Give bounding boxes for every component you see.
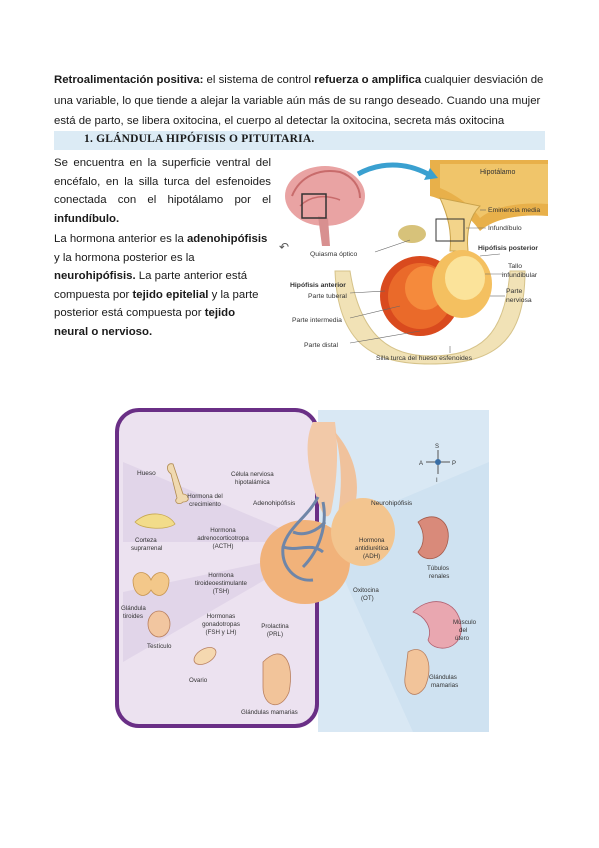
intro-text-2: cualquier desviación de una variable, lo… — [54, 74, 544, 127]
body-paragraph-2: La hormona anterior es la adenohipófisis… — [54, 230, 271, 342]
label-adeno: Adenohipófisis — [253, 500, 296, 507]
label-hip-anterior: Hipófisis anterior — [290, 282, 346, 289]
label-fsh-1: Hormonas — [207, 613, 236, 620]
mammary-gland-right-icon — [404, 649, 430, 695]
p1-text: Se encuentra en la superficie ventral de… — [54, 157, 271, 207]
label-oxi-2: (OT) — [361, 595, 374, 602]
label-parte-nerviosa-2: nerviosa — [506, 297, 532, 304]
label-mamarias-left: Glándulas mamarias — [241, 709, 298, 716]
label-tsh-2: tiroideoestimulante — [195, 580, 247, 587]
label-mamarias-2: mamarias — [431, 682, 458, 689]
bone-icon — [167, 463, 189, 505]
sella-turcica-shape — [334, 270, 526, 365]
label-acth-1: Hormona — [210, 527, 236, 534]
section-title: 1. GLÁNDULA HIPÓFISIS O PITUITARIA. — [84, 133, 315, 145]
label-tubulos-1: Túbulos — [427, 565, 449, 572]
label-parte-distal: Parte distal — [304, 342, 338, 349]
thyroid-gland-icon — [132, 572, 170, 596]
label-tubulos-2: renales — [429, 573, 449, 580]
section-heading-bar — [54, 131, 545, 150]
label-corteza-2: suprarrenal — [131, 545, 162, 552]
label-musculo-2: del — [459, 627, 467, 634]
p2-a: La hormona anterior es la — [54, 233, 187, 245]
label-musculo-3: útero — [455, 635, 470, 642]
label-tallo-2: infundibular — [502, 272, 538, 279]
p1-bold: infundíbulo. — [54, 212, 120, 225]
label-acth-2: adrenocorticotropa — [197, 535, 249, 542]
mammary-gland-icon — [262, 653, 291, 705]
pituitary-hormones-figure: S A P I Hueso Hormona del crecimiento Cé… — [113, 408, 489, 732]
orientation-compass-icon: S A P I — [419, 444, 456, 484]
label-prl-2: (PRL) — [267, 631, 283, 638]
p2-c: y la hormona posterior es la — [54, 251, 195, 264]
label-adh-1: Hormona — [359, 537, 385, 544]
adrenal-cortex-icon — [134, 513, 176, 529]
intro-text-1: el sistema de control — [203, 74, 315, 86]
pituitary-anatomy-figure: Hipotálamo Eminencia media Infundíbulo Q… — [285, 160, 548, 365]
testicle-icon — [147, 610, 171, 638]
body-paragraph-1: Se encuentra en la superficie ventral de… — [54, 154, 271, 228]
uterus-icon — [412, 601, 462, 649]
label-celula-1: Célula nerviosa — [231, 471, 274, 478]
label-acth-3: (ACTH) — [213, 543, 234, 550]
label-oxi-1: Oxitocina — [353, 587, 379, 594]
label-testiculo: Testículo — [147, 643, 172, 650]
orient-p: P — [452, 461, 456, 467]
label-tsh-1: Hormona — [208, 572, 234, 579]
label-gh-2: crecimiento — [189, 501, 221, 508]
posterior-pituitary-shape — [432, 250, 492, 318]
intro-bold-1: refuerza o amplifica — [314, 74, 422, 86]
label-celula-2: hipotalámica — [235, 479, 270, 486]
label-fsh-2: gonadotropas — [202, 621, 240, 628]
label-prl-1: Prolactina — [261, 623, 289, 630]
brain-icon — [285, 166, 365, 246]
label-musculo-1: Músculo — [453, 619, 477, 626]
p2-b1: adenohipófisis — [186, 233, 268, 245]
curved-arrow-icon: ↶ — [279, 240, 290, 254]
label-neuro: Neurohipófisis — [371, 500, 413, 507]
label-hip-posterior: Hipófisis posterior — [478, 245, 538, 252]
label-corteza-1: Corteza — [135, 537, 157, 544]
label-parte-nerviosa-1: Parte — [506, 288, 522, 295]
label-infundibulo: Infundíbulo — [488, 225, 522, 232]
label-silla: Silla turca del hueso esfenoides — [376, 355, 473, 362]
label-ovario: Ovario — [189, 677, 208, 684]
kidney-icon — [417, 516, 449, 560]
label-tiroides-2: tiroides — [123, 613, 143, 620]
intro-term: Retroalimentación positiva: — [54, 74, 204, 86]
pituitary-gland-shape — [260, 422, 395, 604]
orient-a: A — [419, 461, 423, 467]
label-parte-intermedia: Parte intermedia — [292, 317, 342, 324]
label-hipotalamo: Hipotálamo — [480, 169, 516, 176]
label-adh-3: (ADH) — [363, 553, 380, 560]
p2-e: y la parte posterior está compuesta por — [54, 288, 259, 320]
label-tiroides-1: Glándula — [121, 605, 146, 612]
orient-s: S — [435, 444, 439, 450]
label-quiasma: Quiasma óptico — [310, 251, 357, 258]
label-eminencia: Eminencia media — [488, 207, 540, 214]
label-tsh-3: (TSH) — [213, 588, 230, 595]
ovary-icon — [193, 647, 217, 665]
p2-b3: tejido epitelial — [132, 288, 209, 301]
label-gh-1: Hormona del — [187, 493, 222, 500]
label-parte-tuberal: Parte tuberal — [308, 293, 347, 300]
zoom-arrow-icon — [356, 162, 430, 177]
p2-b4: tejido neural o nervioso. — [54, 307, 236, 338]
label-mamarias-1: Glándulas — [429, 674, 457, 681]
p2-b2: neurohipófisis. — [54, 270, 136, 283]
label-hueso: Hueso — [137, 470, 156, 477]
intro-paragraph: Retroalimentación positiva: el sistema d… — [54, 70, 546, 132]
label-fsh-3: (FSH y LH) — [206, 629, 237, 636]
label-tallo-1: Tallo — [508, 263, 522, 270]
orient-i: I — [436, 478, 438, 484]
label-adh-2: antidiurética — [355, 545, 389, 552]
p2-d: La parte anterior está compuesta por — [54, 270, 248, 301]
